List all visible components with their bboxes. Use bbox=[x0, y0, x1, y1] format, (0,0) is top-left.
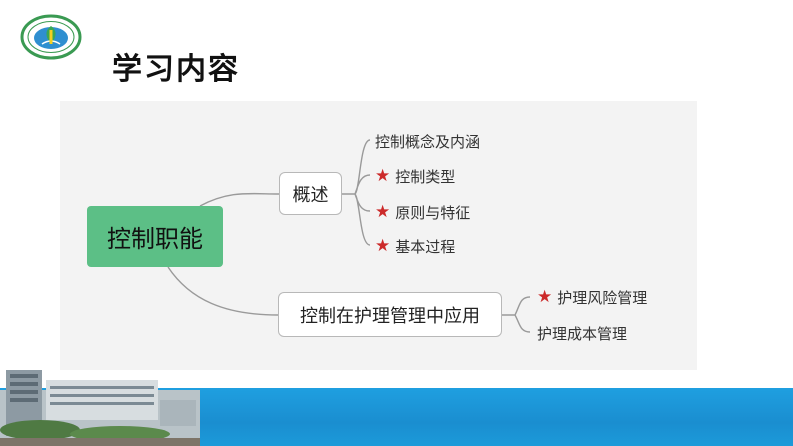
branch-node-application: 控制在护理管理中应用 bbox=[278, 292, 502, 337]
star-icon: ★ bbox=[375, 236, 391, 256]
leaf-label: 护理成本管理 bbox=[537, 325, 628, 343]
leaf-label: 原则与特征 bbox=[395, 204, 471, 222]
leaf-cost-management: 护理成本管理 bbox=[537, 323, 627, 344]
leaf-label: 控制概念及内涵 bbox=[375, 133, 481, 151]
root-node: 控制职能 bbox=[87, 206, 223, 267]
leaf-label: 控制类型 bbox=[395, 168, 456, 186]
link-application-brace bbox=[502, 296, 531, 333]
star-icon: ★ bbox=[375, 202, 391, 222]
school-emblem-icon bbox=[20, 14, 82, 60]
campus-building-image bbox=[0, 370, 200, 446]
slide-title: 学习内容 bbox=[112, 52, 240, 87]
star-icon: ★ bbox=[537, 287, 553, 307]
link-overview-brace bbox=[342, 139, 371, 246]
leaf-risk-management: ★ 护理风险管理 bbox=[537, 287, 647, 308]
branch-node-overview: 概述 bbox=[279, 172, 342, 215]
leaf-basic-process: ★ 基本过程 bbox=[375, 236, 455, 257]
leaf-label: 护理风险管理 bbox=[557, 289, 648, 307]
leaf-principles: ★ 原则与特征 bbox=[375, 202, 470, 223]
link-root-application bbox=[167, 266, 279, 316]
link-root-overview bbox=[199, 192, 280, 207]
leaf-label: 基本过程 bbox=[395, 238, 456, 256]
star-icon: ★ bbox=[375, 166, 391, 186]
leaf-control-types: ★ 控制类型 bbox=[375, 166, 455, 187]
leaf-control-concept: 控制概念及内涵 bbox=[375, 131, 480, 152]
